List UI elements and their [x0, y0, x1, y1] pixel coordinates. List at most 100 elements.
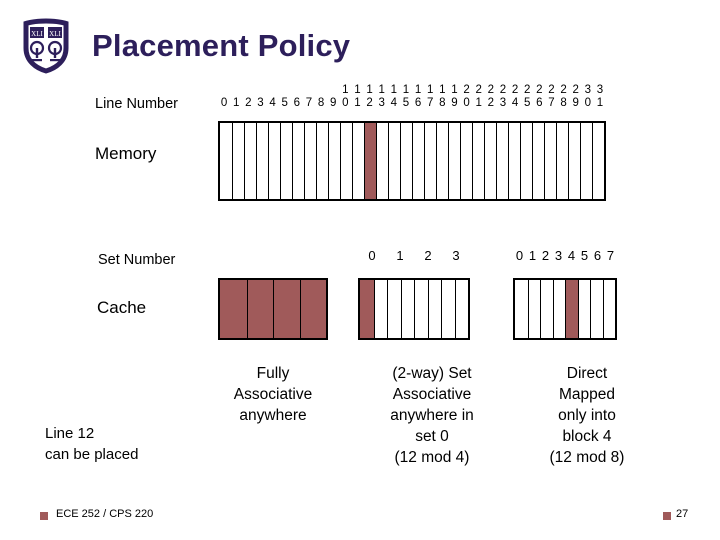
memory-bit-digit: 7	[426, 97, 434, 109]
memory-bit-digit: 7	[548, 97, 555, 109]
memory-divider	[568, 123, 569, 199]
cache-divider	[427, 280, 429, 338]
footer-course-label: ECE 252 / CPS 220	[56, 508, 154, 520]
memory-bit-digit: 2	[499, 84, 507, 96]
memory-bit-digit: 9	[329, 97, 337, 109]
memory-divider	[340, 123, 341, 199]
memory-bit-digit: 4	[511, 97, 519, 109]
memory-label: Memory	[95, 144, 157, 163]
caption-direct-mapped-line: Direct	[566, 365, 608, 382]
memory-bit-digit: 1	[390, 84, 398, 96]
caption-set-associative-line: (2-way) Set	[392, 365, 472, 382]
memory-bit-digit: 1	[426, 84, 434, 96]
memory-bit-digit: 5	[402, 97, 410, 109]
cache-divider	[400, 280, 402, 338]
memory-divider	[592, 123, 593, 199]
caption-direct-mapped-line: block 4	[562, 428, 612, 445]
memory-bit-digit: 3	[499, 97, 507, 109]
set-number-tick-label: 6	[593, 248, 602, 263]
footer-bullet-icon	[40, 512, 48, 520]
memory-bit-digit: 2	[572, 84, 579, 96]
memory-bit-digit: 2	[245, 97, 252, 109]
memory-bit-digit: 8	[560, 97, 567, 109]
cache-divider	[577, 280, 579, 338]
set-number-tick-label: 7	[606, 248, 615, 263]
memory-divider	[376, 123, 377, 199]
memory-bit-digit: 2	[475, 84, 482, 96]
memory-divider	[556, 123, 557, 199]
memory-bit-digit: 2	[487, 97, 495, 109]
set-number-tick-label: 1	[396, 248, 404, 263]
memory-bit-digit: 4	[269, 97, 276, 109]
memory-bit-digit: 5	[281, 97, 288, 109]
cache-divider	[552, 280, 554, 338]
cache-divider	[299, 280, 301, 338]
memory-divider	[316, 123, 317, 199]
cache-filled-block	[360, 280, 374, 338]
set-number-tick-label: 3	[452, 248, 460, 263]
memory-bit-digit: 1	[451, 84, 458, 96]
set-number-tick-label: 2	[424, 248, 432, 263]
memory-bit-digit: 6	[293, 97, 301, 109]
cache-divider	[246, 280, 248, 338]
memory-divider	[304, 123, 305, 199]
line-12-placement-label: Line 12 can be placed	[45, 423, 138, 465]
cache-direct-mapped-box	[513, 278, 617, 340]
memory-divider	[232, 123, 233, 199]
cache-label: Cache	[97, 298, 147, 317]
memory-divider	[472, 123, 473, 199]
cache-divider	[414, 280, 415, 338]
memory-divider	[424, 123, 425, 199]
memory-bar	[218, 121, 606, 201]
cache-divider	[602, 280, 604, 338]
memory-divider	[484, 123, 485, 199]
page-bullet-icon	[663, 512, 671, 520]
memory-bit-digit: 7	[305, 97, 313, 109]
cache-divider	[527, 280, 529, 338]
memory-bit-digit: 1	[414, 84, 422, 96]
memory-bit-digit: 0	[220, 97, 228, 109]
set-number-tick-label: 5	[580, 248, 589, 263]
memory-bit-digit: 1	[342, 84, 349, 96]
page-title: Placement Policy	[92, 28, 351, 63]
memory-bit-digit: 2	[487, 84, 495, 96]
svg-text:XLI: XLI	[31, 30, 43, 38]
memory-bit-digit: 8	[317, 97, 325, 109]
memory-bit-digit: 2	[523, 84, 531, 96]
caption-direct-mapped-line: only into	[558, 407, 616, 424]
memory-divider	[496, 123, 497, 199]
memory-bit-digit: 8	[439, 97, 446, 109]
memory-bit-digit: 2	[366, 97, 373, 109]
memory-bit-digit: 5	[523, 97, 531, 109]
page-number: 27	[676, 508, 689, 520]
line-number-label: Line Number	[95, 96, 179, 112]
caption-set-associative-line: anywhere in	[390, 407, 474, 424]
memory-highlighted-line	[364, 123, 376, 199]
memory-divider	[400, 123, 401, 199]
memory-bit-digit: 1	[439, 84, 446, 96]
set-number-tick-label: 2	[541, 248, 550, 263]
cache-divider	[565, 280, 566, 338]
cache-divider	[387, 280, 388, 338]
memory-divider	[388, 123, 389, 199]
memory-bit-digit: 2	[511, 84, 519, 96]
memory-divider	[364, 123, 365, 199]
svg-text:XLI: XLI	[49, 30, 61, 38]
memory-bit-digit: 6	[536, 97, 543, 109]
memory-divider	[292, 123, 293, 199]
caption-direct-mapped-line: (12 mod 8)	[549, 449, 625, 466]
memory-divider	[580, 123, 581, 199]
memory-divider	[532, 123, 533, 199]
memory-divider	[436, 123, 437, 199]
caption-set-associative-line: Associative	[392, 386, 472, 403]
set-number-tick-label: 4	[567, 248, 576, 263]
memory-divider	[280, 123, 281, 199]
memory-bit-digit: 3	[257, 97, 264, 109]
set-number-tick-label: 1	[528, 248, 537, 263]
line-12-text-1: Line 12	[45, 425, 95, 442]
memory-bit-digit: 6	[414, 97, 422, 109]
